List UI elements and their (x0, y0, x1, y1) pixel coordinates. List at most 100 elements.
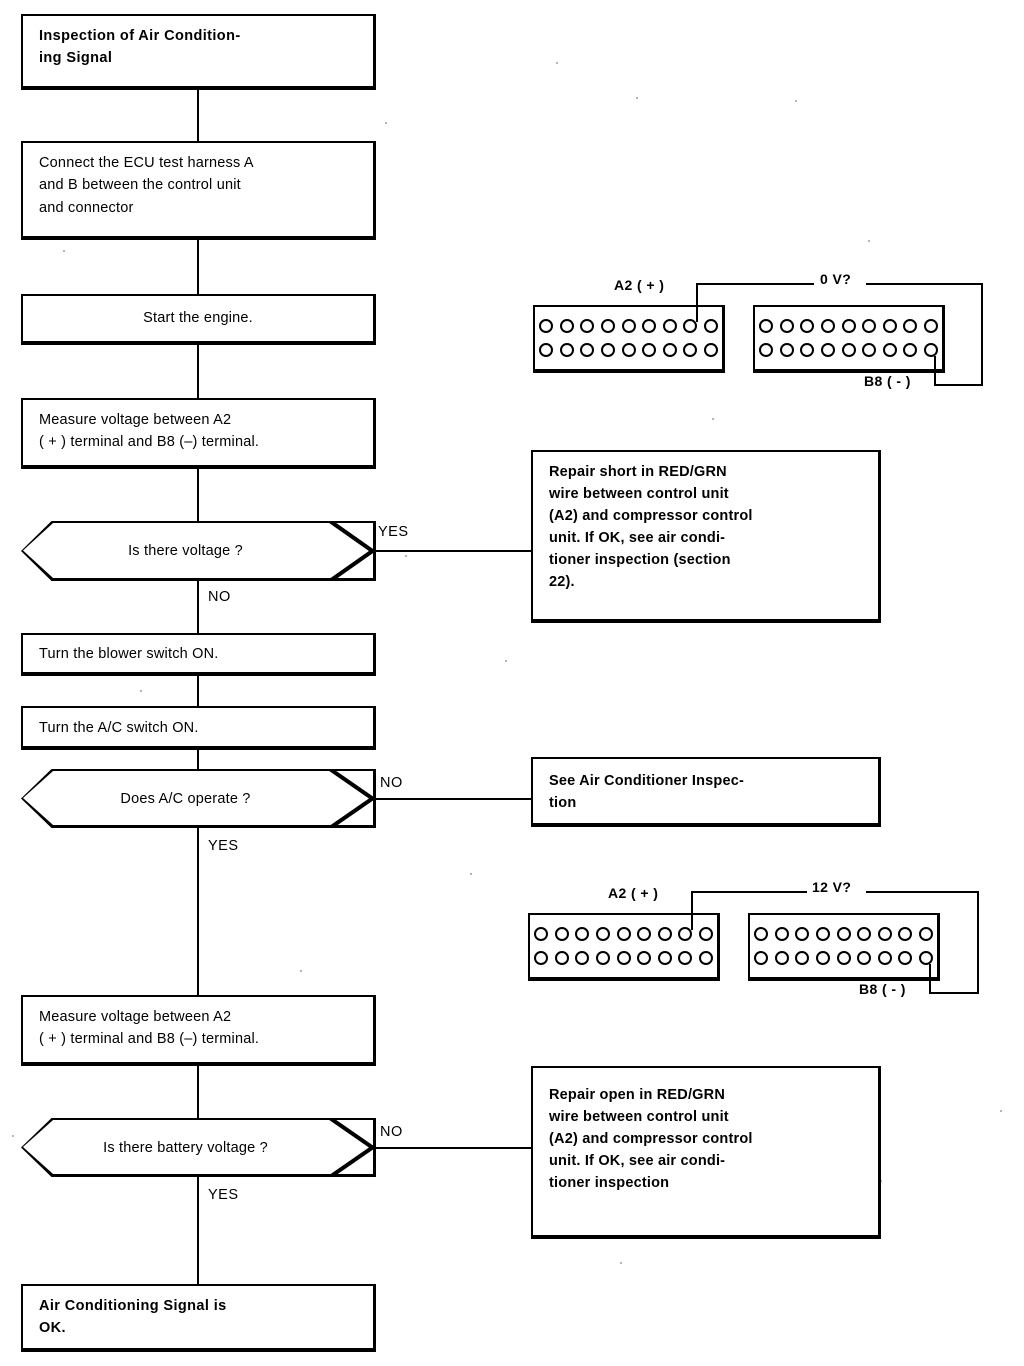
pin (882, 342, 897, 357)
pin (678, 950, 693, 965)
pin (754, 950, 768, 965)
pin (662, 342, 677, 357)
scan-speck (12, 1135, 14, 1137)
pin (539, 342, 553, 357)
scan-speck (880, 1180, 882, 1182)
flow-connector-decision1-to-blower (197, 579, 199, 635)
scan-speck (505, 660, 507, 662)
flow-connector-acswitch-to-decision2 (197, 749, 199, 769)
pin (779, 342, 794, 357)
scan-speck (470, 873, 472, 875)
pin (820, 319, 835, 334)
scan-speck (868, 240, 870, 242)
flow-connector-start-to-harness (197, 87, 199, 143)
pin-row-top (539, 319, 718, 334)
probe-wire-b8-vertical (929, 964, 931, 994)
node-connect-harness-text: Connect the ECU test harness A and B bet… (39, 155, 254, 216)
pin (637, 927, 652, 942)
node-start-engine: Start the engine. (21, 294, 376, 345)
pin-a2-probe (678, 927, 693, 942)
pin-row-bottom (754, 950, 933, 965)
pin (699, 950, 713, 965)
probe-wire-loop-top (866, 283, 983, 285)
pin (616, 950, 631, 965)
pin (800, 319, 815, 334)
connector-block-harness-b (748, 913, 940, 981)
pin (836, 950, 851, 965)
probe-wire-b8-vertical (934, 356, 936, 386)
decision-is-there-battery-voltage-label: Is there battery voltage ? (103, 1139, 268, 1156)
decision-shape-inner (23, 523, 373, 578)
pin (857, 950, 872, 965)
pin-row-top (754, 927, 933, 942)
pin (662, 319, 677, 334)
branch-line-ac-no (376, 798, 534, 800)
node-measure-voltage-2-text: Measure voltage between A2 ( + ) termina… (39, 1009, 260, 1048)
pin (898, 950, 913, 965)
label-a2-positive: A2 ( + ) (614, 277, 665, 293)
node-see-ac-inspection: See Air Conditioner Inspec- tion (531, 757, 881, 827)
flow-connector-engine-to-measure1 (197, 343, 199, 399)
node-repair-open: Repair open in RED/GRN wire between cont… (531, 1066, 881, 1239)
pin (554, 927, 569, 942)
pin (862, 319, 877, 334)
pin (815, 927, 830, 942)
probe-wire-a2-vertical (696, 283, 698, 322)
probe-wire-loop-right (977, 891, 979, 994)
pin (600, 319, 615, 334)
label-measurement-12v: 12 V? (812, 879, 852, 895)
pin (554, 950, 569, 965)
node-repair-short: Repair short in RED/GRN wire between con… (531, 450, 881, 623)
decision-shape-inner (23, 771, 373, 825)
pin (898, 927, 913, 942)
node-start-engine-text: Start the engine. (143, 310, 253, 327)
branch-label-voltage-no: NO (208, 589, 231, 605)
flow-connector-decision3-to-ok (197, 1176, 199, 1284)
decision-does-ac-operate: Does A/C operate ? (21, 769, 376, 828)
pin (862, 342, 877, 357)
decision-shape-inner (23, 1120, 373, 1174)
pin (616, 927, 631, 942)
branch-line-battery-no (376, 1147, 534, 1149)
scan-speck (636, 97, 638, 99)
pin-b8-probe (919, 950, 933, 965)
scan-speck (712, 418, 714, 420)
scan-speck (300, 970, 302, 972)
flow-connector-measure2-to-decision3 (197, 1064, 199, 1118)
scan-speck (795, 100, 797, 102)
scan-speck (1000, 1110, 1002, 1112)
pin (657, 950, 672, 965)
pin (836, 927, 851, 942)
probe-wire-loop-bottom (929, 992, 979, 994)
pin (637, 950, 652, 965)
connector-block-harness-a (533, 305, 725, 373)
pin (919, 927, 933, 942)
branch-label-battery-yes: YES (208, 1187, 239, 1203)
node-repair-short-text: Repair short in RED/GRN wire between con… (549, 464, 753, 591)
pin (759, 342, 773, 357)
label-measurement-0v: 0 V? (820, 271, 852, 287)
pin (841, 319, 856, 334)
label-b8-negative: B8 ( - ) (859, 981, 906, 997)
pin (559, 319, 574, 334)
pin (575, 950, 590, 965)
pin-row-bottom (534, 950, 713, 965)
node-blower-switch-on-text: Turn the blower switch ON. (39, 646, 219, 662)
node-ac-switch-on: Turn the A/C switch ON. (21, 706, 376, 750)
pin (820, 342, 835, 357)
node-see-ac-inspection-text: See Air Conditioner Inspec- tion (549, 773, 745, 812)
probe-wire-a2-vertical (691, 891, 693, 930)
scan-speck (140, 690, 142, 692)
probe-wire-loop-right (981, 283, 983, 386)
branch-label-ac-yes: YES (208, 838, 239, 854)
node-signal-ok-text: Air Conditioning Signal is OK. (39, 1298, 227, 1337)
flow-connector-measure1-to-decision1 (197, 467, 199, 521)
decision-does-ac-operate-label: Does A/C operate ? (120, 790, 251, 807)
pin (595, 950, 610, 965)
pin (877, 927, 892, 942)
probe-wire-loop-top (866, 891, 979, 893)
pin (621, 342, 636, 357)
label-b8-negative: B8 ( - ) (864, 373, 911, 389)
pin (924, 319, 938, 334)
